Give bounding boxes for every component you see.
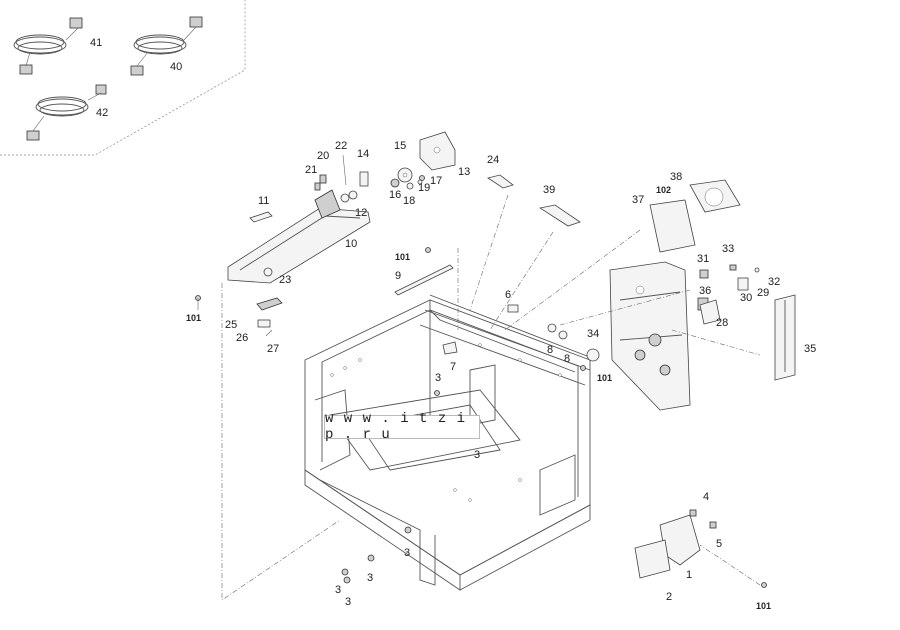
fan-38 <box>689 179 741 213</box>
callout-24: 24 <box>487 154 499 166</box>
callout-13: 13 <box>458 166 470 178</box>
callout-33: 33 <box>722 243 734 255</box>
callout-19: 19 <box>418 182 430 194</box>
callout-101-d: 101 <box>756 601 771 611</box>
callout-14: 14 <box>357 148 369 160</box>
callout-40: 40 <box>170 61 182 73</box>
part-33 <box>729 264 737 271</box>
callout-27: 27 <box>267 343 279 355</box>
part-39 <box>538 204 581 227</box>
part-24 <box>487 174 514 189</box>
callout-36: 36 <box>699 285 711 297</box>
callout-20: 20 <box>317 150 329 162</box>
callout-3a: 3 <box>435 372 441 384</box>
part-22 <box>342 154 347 186</box>
callout-6: 6 <box>505 289 511 301</box>
callout-2: 2 <box>666 591 672 603</box>
power-cord-inset <box>0 0 246 156</box>
callout-38: 38 <box>670 171 682 183</box>
callout-labels: 41 40 42 11 10 20 22 14 21 12 15 16 18 1… <box>90 37 816 611</box>
part-17 <box>419 175 425 181</box>
part-15 <box>397 167 413 183</box>
part-8b <box>558 330 568 340</box>
power-cord-40 <box>130 16 203 76</box>
callout-28: 28 <box>716 317 728 329</box>
callout-37: 37 <box>632 194 644 206</box>
callout-35: 35 <box>804 343 816 355</box>
callout-102: 102 <box>656 185 671 195</box>
callout-39: 39 <box>543 184 555 196</box>
callout-8a: 8 <box>547 344 553 356</box>
callout-15: 15 <box>394 140 406 152</box>
callout-30: 30 <box>740 292 752 304</box>
callout-3b: 3 <box>474 449 480 461</box>
callout-42: 42 <box>96 107 108 119</box>
power-cord-42 <box>26 84 107 141</box>
callout-101-b: 101 <box>597 373 612 383</box>
part-32 <box>754 267 760 273</box>
callout-22: 22 <box>335 140 347 152</box>
callout-34: 34 <box>587 328 599 340</box>
callout-7: 7 <box>450 361 456 373</box>
rail-10-assembly <box>227 189 371 284</box>
part-7 <box>442 341 458 355</box>
callout-26: 26 <box>236 332 248 344</box>
callout-18: 18 <box>403 195 415 207</box>
part-21 <box>314 182 321 191</box>
part-27 <box>265 329 273 337</box>
part-13 <box>419 131 456 171</box>
part-26 <box>257 319 271 328</box>
main-frame <box>304 294 593 591</box>
leader-lines <box>197 194 761 601</box>
callout-3c: 3 <box>404 547 410 559</box>
callout-23: 23 <box>279 274 291 286</box>
sheet-2 <box>634 539 671 579</box>
callout-3e: 3 <box>335 584 341 596</box>
part-30 <box>737 277 749 291</box>
callout-16: 16 <box>389 189 401 201</box>
bracket-35 <box>774 294 796 381</box>
part-16 <box>390 178 400 188</box>
part-8a <box>547 323 557 333</box>
callout-41: 41 <box>90 37 102 49</box>
part-5 <box>709 521 717 529</box>
part-25 <box>256 297 283 311</box>
part-31 <box>699 269 709 279</box>
callout-29: 29 <box>757 287 769 299</box>
part-23 <box>263 267 273 277</box>
part-14 <box>359 171 369 187</box>
callout-8b: 8 <box>564 353 570 365</box>
right-side-plate <box>609 261 691 411</box>
part-20 <box>319 174 327 184</box>
part-12 <box>348 190 358 200</box>
part-4 <box>689 509 697 517</box>
callout-3d: 3 <box>367 572 373 584</box>
callout-4: 4 <box>703 491 709 503</box>
callout-101-c: 101 <box>186 313 201 323</box>
callout-10: 10 <box>345 238 357 250</box>
callout-3f: 3 <box>345 596 351 608</box>
callout-21: 21 <box>305 164 317 176</box>
callout-32: 32 <box>768 276 780 288</box>
part-19 <box>417 179 423 185</box>
fan-duct-37 <box>649 199 696 253</box>
part-6 <box>507 304 519 313</box>
callout-17: 17 <box>430 175 442 187</box>
callout-5: 5 <box>716 538 722 550</box>
power-cord-41 <box>13 17 83 75</box>
callout-101-a: 101 <box>395 252 410 262</box>
part-28 <box>699 299 721 325</box>
callout-31: 31 <box>697 253 709 265</box>
part-11 <box>249 211 273 223</box>
rail-9 <box>394 264 454 296</box>
watermark-label: w w w . i t z i p . r u <box>324 411 480 443</box>
callout-1: 1 <box>686 569 692 581</box>
callout-12: 12 <box>355 207 367 219</box>
callout-9: 9 <box>395 270 401 282</box>
part-34 <box>586 348 600 362</box>
part-18 <box>406 182 414 190</box>
callout-25: 25 <box>225 319 237 331</box>
callout-11: 11 <box>258 195 269 207</box>
